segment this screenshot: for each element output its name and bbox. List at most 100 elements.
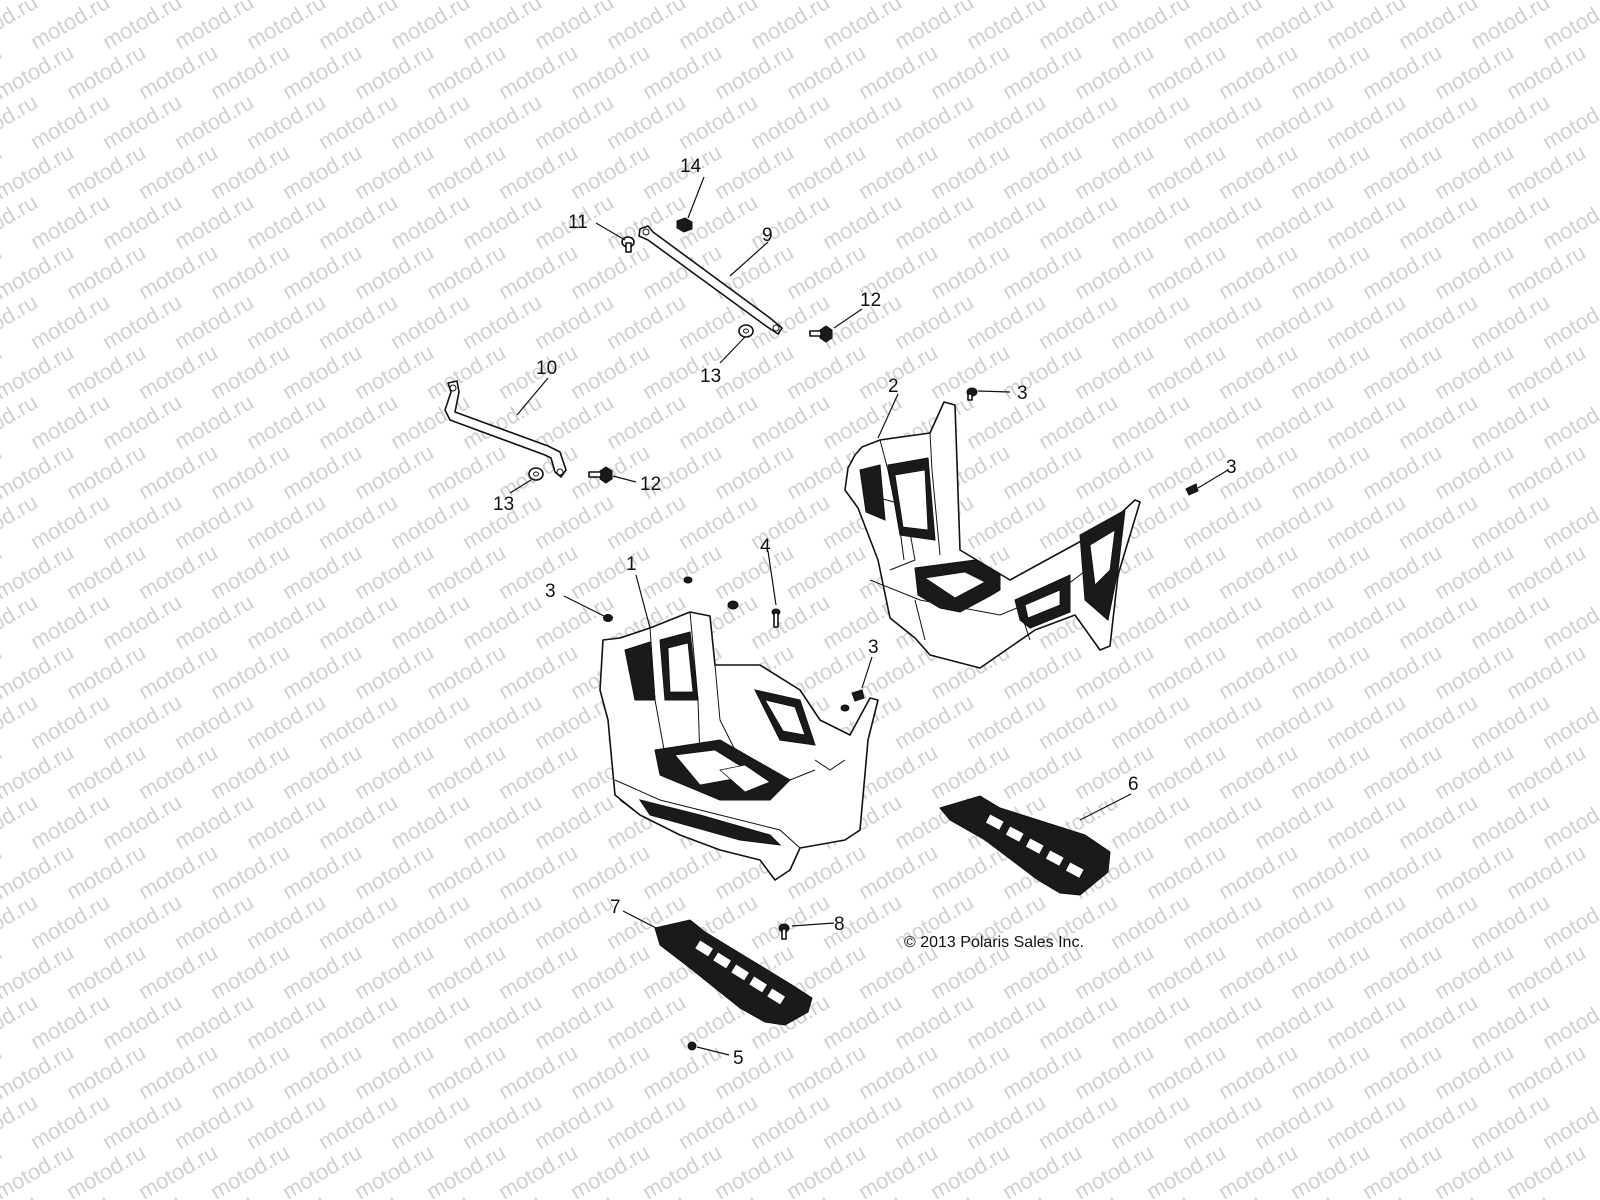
nut-5 [687, 1041, 697, 1051]
watermark-text: motod.ru [998, 139, 1086, 204]
watermark-text: motod.ru [674, 1089, 762, 1154]
watermark-text: motod.ru [1394, 989, 1482, 1054]
watermark-text: motod.ru [782, 1139, 870, 1200]
watermark-text: motod.ru [350, 139, 438, 204]
watermark-text: motod.ru [638, 539, 726, 604]
watermark-text: motod.ru [890, 1089, 978, 1154]
watermark-text: motod.ru [170, 889, 258, 954]
watermark-text: motod.ru [566, 139, 654, 204]
watermark-text: motod.ru [1214, 339, 1302, 404]
watermark-text: motod.ru [1142, 239, 1230, 304]
watermark-text: motod.ru [530, 989, 618, 1054]
watermark-text: motod.ru [638, 1139, 726, 1200]
watermark-text: motod.ru [998, 1139, 1086, 1200]
watermark-text: motod.ru [1394, 389, 1482, 454]
watermark-text: motod.ru [530, 789, 618, 854]
watermark-text: motod.ru [458, 689, 546, 754]
watermark-text: motod.ru [278, 439, 366, 504]
watermark-text: motod.ru [1466, 189, 1554, 254]
watermark-text: motod.ru [386, 289, 474, 354]
watermark-text: motod.ru [98, 189, 186, 254]
watermark-text: motod.ru [206, 739, 294, 804]
watermark-text: motod.ru [1322, 789, 1410, 854]
callout-6: 6 [1128, 774, 1139, 795]
watermark-text: motod.ru [1286, 839, 1374, 904]
watermark-text: motod.ru [710, 539, 798, 604]
bolt-12-lower [588, 466, 613, 484]
watermark-text: motod.ru [1502, 239, 1590, 304]
watermark-text: motod.ru [998, 639, 1086, 704]
watermark-text: motod.ru [98, 1089, 186, 1154]
watermark-text: motod.ru [674, 289, 762, 354]
watermark-text: motod.ru [1358, 139, 1446, 204]
watermark-text: motod.ru [386, 889, 474, 954]
watermark-text: motod.ru [206, 439, 294, 504]
watermark-text: motod.ru [1070, 639, 1158, 704]
callout-9: 9 [762, 225, 773, 246]
watermark-text: motod.ru [1070, 39, 1158, 104]
fastener-3-b [1185, 483, 1199, 496]
watermark-text: motod.ru [746, 189, 834, 254]
watermark-text: motod.ru [1106, 1089, 1194, 1154]
watermark-text: motod.ru [278, 539, 366, 604]
watermark-text: motod.ru [26, 989, 114, 1054]
watermark-text: motod.ru [926, 739, 1014, 804]
watermark-text: motod.ru [494, 739, 582, 804]
watermark-text: motod.ru [1070, 239, 1158, 304]
watermark-text: motod.ru [26, 689, 114, 754]
watermark-text: motod.ru [1286, 139, 1374, 204]
watermark-text: motod.ru [422, 1039, 510, 1104]
watermark-text: motod.ru [710, 39, 798, 104]
watermark-text: motod.ru [422, 39, 510, 104]
watermark-text: motod.ru [1034, 989, 1122, 1054]
watermark-text: motod.ru [206, 539, 294, 604]
watermark-text: motod.ru [26, 889, 114, 954]
watermark-text: motod.ru [206, 1139, 294, 1200]
watermark-text: motod.ru [206, 1039, 294, 1104]
watermark-text: motod.ru [242, 789, 330, 854]
watermark-text: motod.ru [1286, 339, 1374, 404]
callout-10: 10 [536, 358, 557, 379]
watermark-text: motod.ru [1394, 1089, 1482, 1154]
watermark-text: motod.ru [350, 1139, 438, 1200]
watermark-text: motod.ru [1178, 989, 1266, 1054]
bolt-11 [621, 236, 635, 253]
callout-11: 11 [568, 212, 588, 233]
watermark-text: motod.ru [710, 139, 798, 204]
watermark-text: motod.ru [962, 389, 1050, 454]
watermark-text: motod.ru [314, 989, 402, 1054]
watermark-text: motod.ru [1178, 889, 1266, 954]
watermark-text: motod.ru [1358, 639, 1446, 704]
watermark-text: motod.ru [1358, 1039, 1446, 1104]
watermark-text: motod.ru [26, 1089, 114, 1154]
watermark-text: motod.ru [1466, 689, 1554, 754]
screw-8 [778, 923, 790, 940]
watermark-text: motod.ru [494, 839, 582, 904]
watermark-text: motod.ru [1502, 539, 1590, 604]
watermark-text: motod.ru [998, 439, 1086, 504]
watermark-text: motod.ru [1106, 689, 1194, 754]
fastener-3-extra-3 [840, 704, 850, 712]
watermark-text: motod.ru [1070, 739, 1158, 804]
watermark-text: motod.ru [350, 339, 438, 404]
watermark-text: motod.ru [1178, 189, 1266, 254]
watermark-text: motod.ru [746, 389, 834, 454]
bolt-12-upper [809, 325, 833, 343]
watermark-text: motod.ru [926, 39, 1014, 104]
watermark-text: motod.ru [458, 289, 546, 354]
watermark-text: motod.ru [818, 89, 906, 154]
copyright-notice: © 2013 Polaris Sales Inc. [904, 934, 1084, 951]
watermark-text: motod.ru [818, 189, 906, 254]
watermark-text: motod.ru [242, 489, 330, 554]
watermark-text: motod.ru [710, 439, 798, 504]
watermark-text: motod.ru [1214, 539, 1302, 604]
watermark-text: motod.ru [314, 889, 402, 954]
watermark-text: motod.ru [1178, 489, 1266, 554]
watermark-text: motod.ru [1214, 239, 1302, 304]
watermark-text: motod.ru [566, 939, 654, 1004]
watermark-text: motod.ru [602, 989, 690, 1054]
watermark-text: motod.ru [782, 239, 870, 304]
watermark-text: motod.ru [1322, 589, 1410, 654]
watermark-text: motod.ru [782, 339, 870, 404]
